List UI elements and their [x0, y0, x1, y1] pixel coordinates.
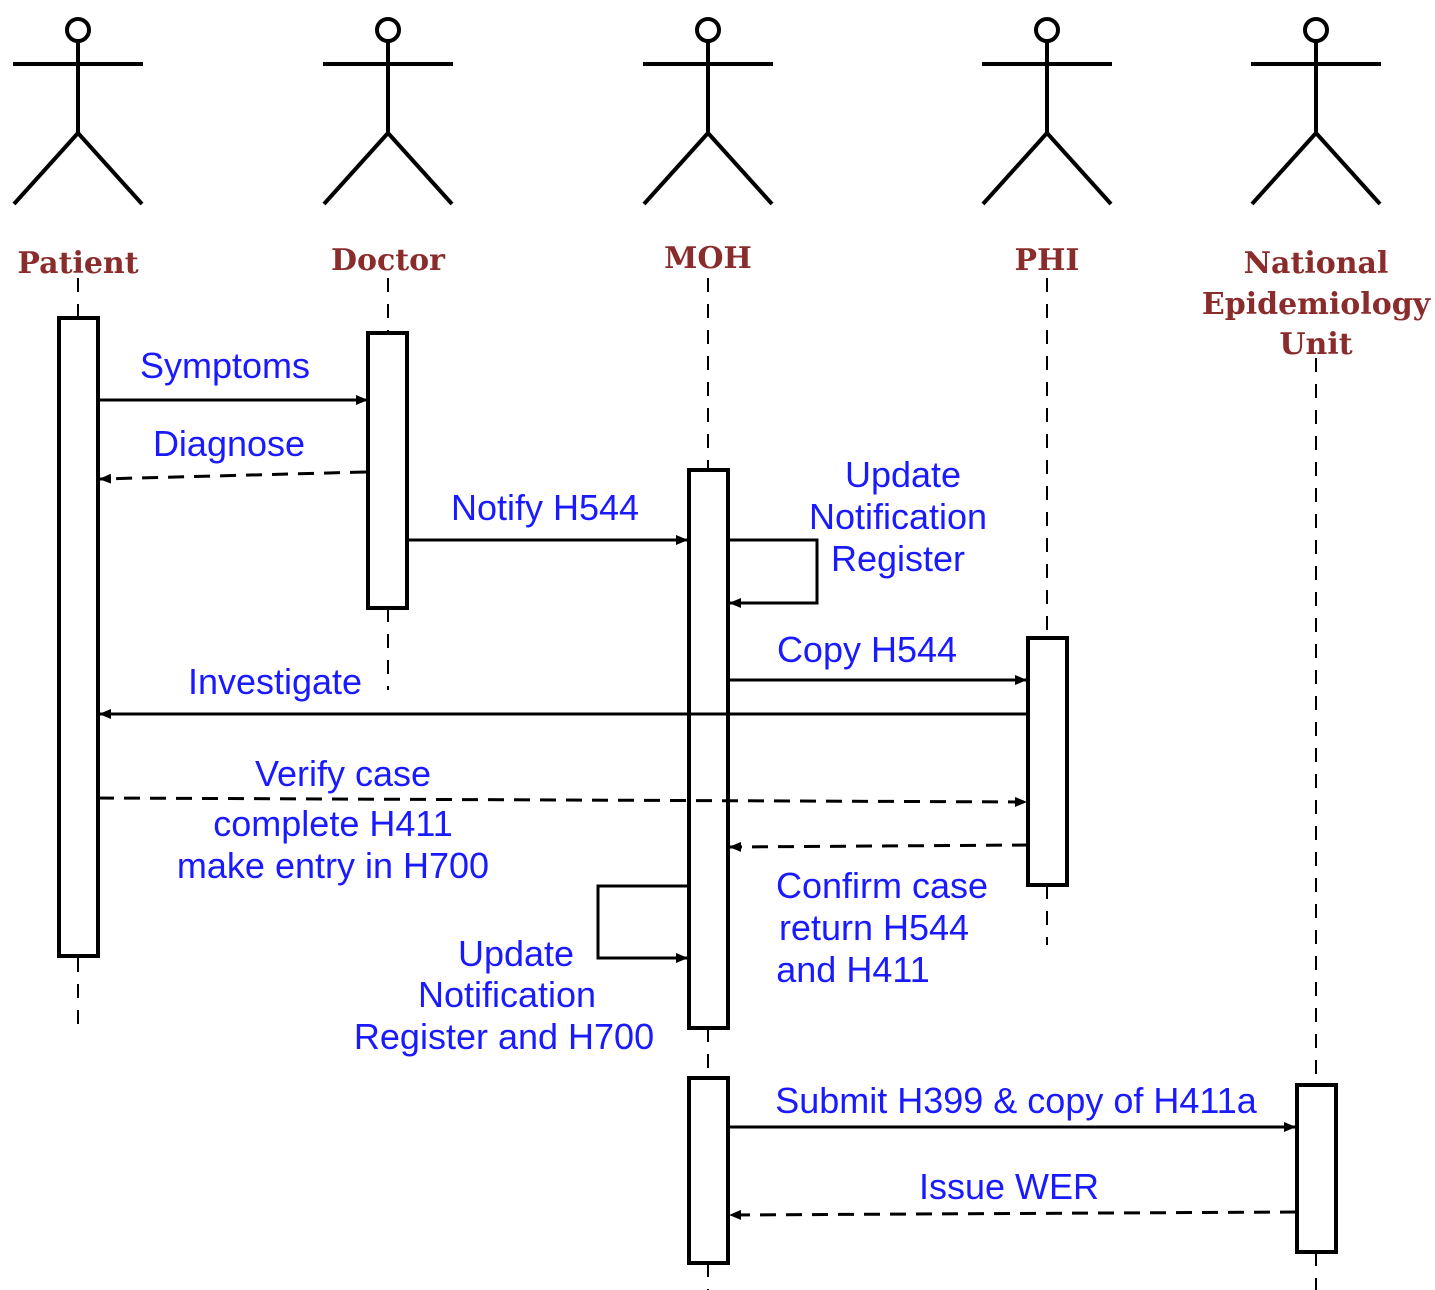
actor-label-neu: National — [1244, 246, 1389, 281]
message-submit: Submit H399 & copy of H411a — [728, 1080, 1296, 1132]
message-label-update2: Update — [458, 933, 574, 974]
message-label-update2: Notification — [418, 974, 596, 1015]
stick-figure-icon — [322, 17, 454, 206]
message-label-update1: Notification — [809, 496, 987, 537]
message-label-confirm: return H544 — [779, 907, 969, 948]
actor-label-neu: Epidemiology — [1202, 287, 1432, 322]
actor-patient: Patient — [12, 17, 144, 281]
actor-moh: MOH — [642, 17, 774, 276]
message-arrow-update2 — [596, 884, 689, 963]
message-label-submit: Submit H399 & copy of H411a — [775, 1080, 1258, 1121]
message-label-update1: Update — [845, 454, 961, 495]
message-label-copy: Copy H544 — [777, 629, 957, 670]
message-label-diagnose: Diagnose — [153, 423, 305, 464]
stick-figure-icon — [642, 17, 774, 206]
message-symptoms: Symptoms — [98, 345, 368, 405]
stick-figure-icon — [981, 17, 1113, 206]
activation-bar-phi — [1026, 636, 1069, 887]
stick-figure-icon — [1250, 17, 1382, 206]
activation-bar-neu — [1295, 1083, 1338, 1254]
message-label-confirm: Confirm case — [776, 865, 988, 906]
activation-bar-patient — [57, 316, 100, 958]
actor-label-phi: PHI — [1015, 243, 1080, 278]
actor-label-doctor: Doctor — [331, 243, 446, 278]
stick-figure-icon — [12, 17, 144, 206]
message-label-symptoms: Symptoms — [140, 345, 310, 386]
message-label-verify: complete H411 — [213, 803, 452, 844]
message-label-verify: make entry in H700 — [177, 845, 489, 886]
message-label-notify: Notify H544 — [451, 487, 639, 528]
activation-bar-doctor — [366, 331, 409, 610]
message-label-confirm: and H411 — [776, 949, 929, 990]
message-arrow-verify — [97, 796, 1027, 807]
message-investigate: Investigate — [99, 661, 1028, 719]
message-wer: Issue WER — [729, 1166, 1297, 1220]
actor-label-moh: MOH — [664, 241, 752, 276]
message-arrow-wer — [729, 1209, 1297, 1220]
actor-phi: PHI — [981, 17, 1113, 278]
actor-doctor: Doctor — [322, 17, 454, 278]
message-notify: Notify H544 — [407, 487, 688, 545]
message-label-investigate: Investigate — [188, 661, 362, 702]
message-copy: Copy H544 — [728, 629, 1027, 685]
message-arrow-update1 — [728, 538, 819, 608]
message-label-update1: Register — [831, 538, 965, 579]
actor-label-neu: Unit — [1279, 327, 1352, 362]
message-diagnose: Diagnose — [99, 423, 367, 484]
activation-bar-moh — [687, 1076, 730, 1265]
activation-bar-moh — [687, 468, 730, 1030]
message-arrow-diagnose — [99, 470, 367, 484]
actor-label-patient: Patient — [17, 246, 138, 281]
message-label-wer: Issue WER — [919, 1166, 1099, 1207]
message-label-update2: Register and H700 — [354, 1016, 654, 1057]
message-label-verify: Verify case — [255, 753, 431, 794]
message-arrow-confirm — [729, 841, 1029, 852]
